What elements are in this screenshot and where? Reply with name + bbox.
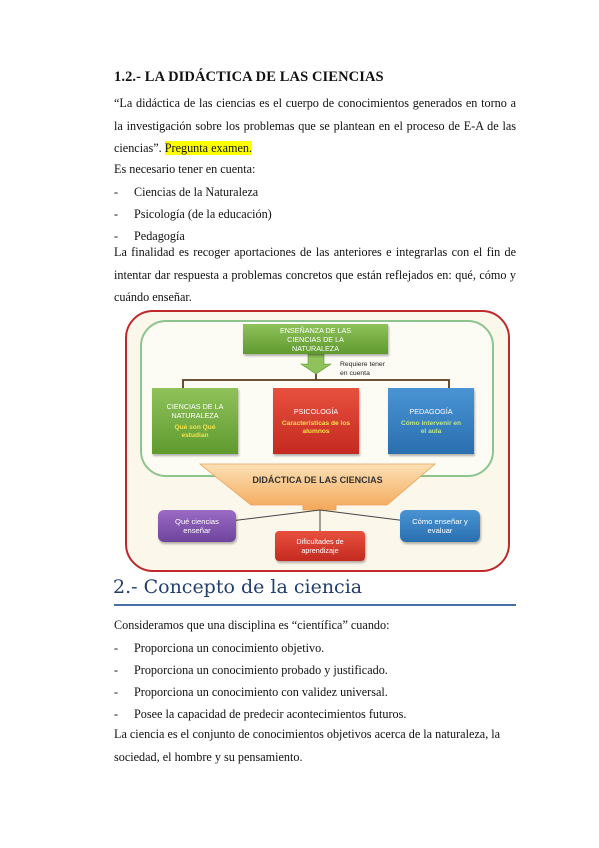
- natural-sciences-box: CIENCIAS DE LA NATURALEZA Qué son Qué es…: [152, 388, 238, 454]
- definition-text: “La didáctica de las ciencias es el cuer…: [114, 96, 516, 155]
- pedagogy-box: PEDAGOGÍA Cómo intervenir en el aula: [388, 388, 474, 454]
- intro-text: Es necesario tener en cuenta:: [114, 162, 256, 176]
- science-intro: Consideramos que una disciplina es “cien…: [114, 618, 390, 632]
- list-item: -Ciencias de la Naturaleza: [114, 185, 259, 199]
- list-item: -Proporciona un conocimiento probado y j…: [114, 663, 388, 677]
- didactics-diagram: ENSEÑANZA DE LAS CIENCIAS DE LA NATURALE…: [125, 310, 510, 572]
- teaching-sciences-box: ENSEÑANZA DE LAS CIENCIAS DE LA NATURALE…: [243, 324, 388, 354]
- list-item: -Pedagogía: [114, 229, 185, 243]
- didactics-label: DIDÁCTICA DE LAS CIENCIAS: [252, 475, 383, 485]
- learning-difficulties-box: Dificultades de aprendizaje: [275, 531, 365, 561]
- pedagogy-subtitle: Cómo intervenir en el aula: [400, 419, 462, 435]
- down-arrow: [300, 353, 332, 375]
- conclusion-paragraph: La finalidad es recoger aportaciones de …: [114, 245, 516, 304]
- funnel-arrow: [198, 463, 437, 511]
- bracket-line: [182, 379, 450, 388]
- what-to-teach-box: Qué ciencias enseñar: [158, 510, 236, 542]
- section-heading-2: 2.- Concepto de la ciencia: [113, 576, 363, 598]
- list-item: -Proporciona un conocimiento con validez…: [114, 685, 388, 699]
- requirement-label: Requiere tener en cuenta: [340, 361, 385, 377]
- diagram-arrows: [182, 353, 450, 532]
- section-heading: 1.2.- LA DIDÁCTICA DE LAS CIENCIAS: [114, 69, 384, 85]
- heading-divider: [114, 604, 516, 606]
- how-to-teach-box: Cómo enseñar y evaluar: [400, 510, 480, 542]
- exam-highlight: Pregunta examen.: [164, 141, 253, 155]
- definition-paragraph: “La didáctica de las ciencias es el cuer…: [114, 92, 516, 160]
- list-item: -Proporciona un conocimiento objetivo.: [114, 641, 325, 655]
- list-item: -Psicología (de la educación): [114, 207, 272, 221]
- list-item: -Posee la capacidad de predecir aconteci…: [114, 707, 407, 721]
- psychology-subtitle: Características de los alumnos: [281, 419, 351, 435]
- psychology-box: PSICOLOGÍA Características de los alumno…: [273, 388, 359, 454]
- science-definition: La ciencia es el conjunto de conocimient…: [114, 727, 501, 764]
- natural-sciences-subtitle: Qué son Qué estudian: [174, 424, 216, 439]
